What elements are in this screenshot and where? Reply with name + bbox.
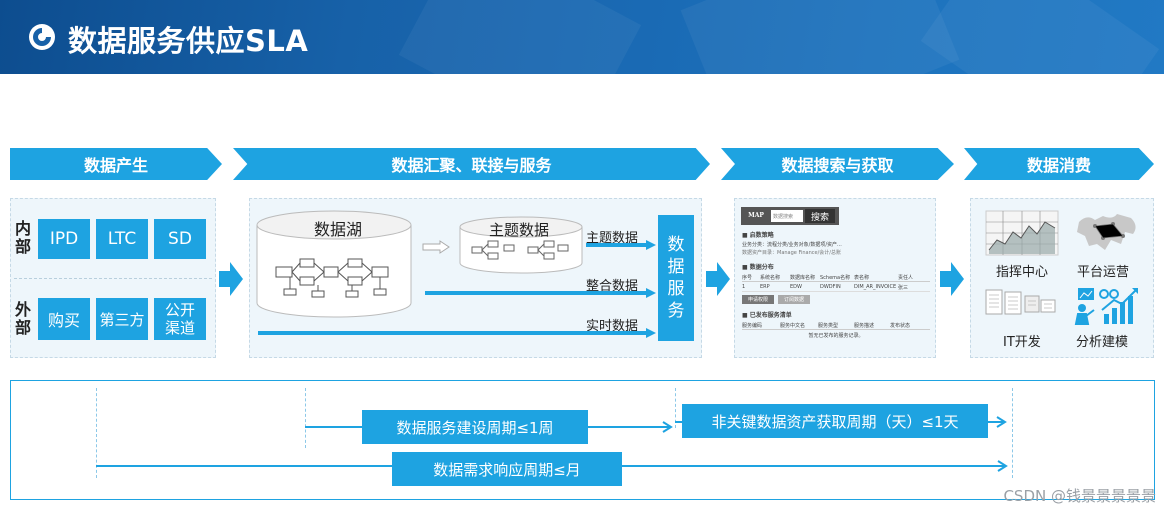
search-results: ■ 启数策略 业务分类：流程分类/业务对象/数据项/资产... 数据资产目录：M… — [742, 230, 930, 339]
sla-build-cycle: 数据服务建设周期≤1周 — [362, 410, 588, 444]
topic-structure-icon — [471, 240, 569, 260]
guide-line — [305, 388, 306, 448]
action-buttons: 申请权限 订阅数据 — [742, 295, 930, 304]
table-header-cell: 系统名称 — [760, 275, 781, 281]
guide-line — [96, 388, 97, 478]
flow-label-integrated: 整合数据 — [586, 279, 639, 294]
topic-data-cylinder — [459, 216, 583, 274]
flow-label-topic: 主题数据 — [586, 231, 639, 246]
stage-banner-aggregation: 数据汇聚、联接与服务 — [233, 148, 710, 180]
hollow-arrow-icon — [422, 240, 450, 254]
section-services: ■ 已发布服务清单 — [742, 312, 792, 319]
table-cell: 1 — [742, 284, 746, 290]
flow-arrow-icon — [586, 240, 656, 250]
section-distribution-label: 数据分布 — [749, 264, 774, 271]
search-input[interactable]: 数据搜索 — [771, 210, 803, 222]
service-empty-text: 暂无已发布的服务记录。 — [808, 333, 864, 339]
platform-operation-icon — [1077, 214, 1136, 250]
subscribe-button[interactable]: 订阅数据 — [778, 295, 811, 304]
source-purchase: 购买 — [38, 298, 90, 340]
table-row: 1 ERP EDW DWDFIN DIM_AR_INVOICE 张三 — [742, 284, 930, 292]
data-service-block: 数据服务 — [658, 215, 694, 341]
table-header-cell: 数据库名称 — [790, 275, 816, 281]
table-header-cell: 服务类型 — [818, 323, 839, 329]
search-bar: MAP 数据搜索 搜索 — [741, 207, 839, 225]
divider — [14, 278, 212, 279]
section-strategy: ■ 启数策略 — [742, 232, 774, 239]
lake-structure-icon — [275, 258, 389, 298]
guide-line — [675, 388, 676, 428]
search-button[interactable]: 搜索 — [805, 209, 835, 223]
table-header-cell: 发布状态 — [890, 323, 911, 329]
result-line: 业务分类：流程分类/业务对象/数据项/资产... — [742, 242, 842, 248]
external-label: 外部 — [15, 300, 32, 337]
consumer-analysis-modeling: 分析建模 — [1076, 335, 1129, 350]
table-header-cell: 服务编码 — [742, 323, 763, 329]
flow-arrow-icon — [706, 262, 730, 296]
data-lake-label: 数据湖 — [314, 220, 363, 239]
data-lake-cylinder — [256, 210, 412, 318]
flow-arrow-icon — [940, 262, 964, 296]
table-header-cell: 服务中文名 — [780, 323, 806, 329]
result-line: 数据资产目录：Manage Finance/会计/总账 — [742, 250, 841, 256]
consumer-platform-operation: 平台运营 — [1077, 265, 1130, 280]
source-sd: SD — [154, 219, 206, 259]
flow-label-realtime: 实时数据 — [586, 319, 639, 334]
source-public-channel: 公开渠道 — [154, 298, 206, 340]
analysis-modeling-icon — [1074, 288, 1138, 325]
it-development-icon — [985, 289, 1056, 315]
source-third-party: 第三方 — [96, 298, 148, 340]
section-services-label: 已发布服务清单 — [749, 312, 792, 319]
source-ltc: LTC — [96, 219, 148, 259]
header-decoration — [398, 0, 642, 74]
stage-banner-search: 数据搜索与获取 — [721, 148, 954, 180]
flow-arrow-icon — [219, 262, 243, 296]
table-header: 序号 系统名称 数据库名称 Schema名称 表名称 责任人 — [742, 274, 930, 282]
sla-acquire-cycle: 非关键数据资产获取周期（天）≤1天 — [682, 404, 988, 438]
header-decoration — [680, 0, 960, 74]
table-cell: EDW — [790, 284, 802, 290]
table-header-cell: 责任人 — [898, 275, 914, 281]
section-strategy-label: 启数策略 — [749, 232, 774, 239]
sla-frame — [10, 380, 1155, 500]
topic-data-label: 主题数据 — [489, 221, 550, 239]
consumer-command-center: 指挥中心 — [996, 265, 1049, 280]
table-cell: DIM_AR_INVOICE — [854, 284, 897, 290]
internal-label: 内部 — [15, 219, 32, 256]
section-distribution: ■ 数据分布 — [742, 264, 774, 271]
stage-banner-consumption: 数据消费 — [964, 148, 1154, 180]
guide-line — [1012, 388, 1013, 478]
service-table-header: 服务编码 服务中文名 服务类型 服务描述 发布状态 — [742, 322, 930, 330]
table-cell: 张三 — [898, 285, 909, 291]
map-brand: MAP — [748, 212, 764, 219]
consumer-it-development: IT开发 — [1003, 335, 1041, 350]
header-decoration — [920, 0, 1160, 74]
watermark: CSDN @钱景景景景景 — [1003, 487, 1156, 505]
command-center-icon — [985, 210, 1059, 256]
table-header-cell: 服务描述 — [854, 323, 875, 329]
table-cell: ERP — [760, 284, 770, 290]
table-cell: DWDFIN — [820, 284, 841, 290]
table-header-cell: Schema名称 — [820, 275, 851, 281]
flow-arrow-icon — [258, 328, 656, 338]
flow-arrow-icon — [425, 288, 656, 298]
stage-banner-production: 数据产生 — [10, 148, 222, 180]
table-header-cell: 表名称 — [854, 275, 870, 281]
page-title: 数据服务供应SLA — [68, 24, 309, 58]
source-ipd: IPD — [38, 219, 90, 259]
table-header-cell: 序号 — [742, 275, 753, 281]
header-banner: 数据服务供应SLA — [0, 0, 1164, 74]
sla-response-cycle: 数据需求响应周期≤月 — [392, 452, 622, 486]
apply-permission-button[interactable]: 申请权限 — [742, 295, 775, 304]
logo-icon — [29, 24, 55, 50]
